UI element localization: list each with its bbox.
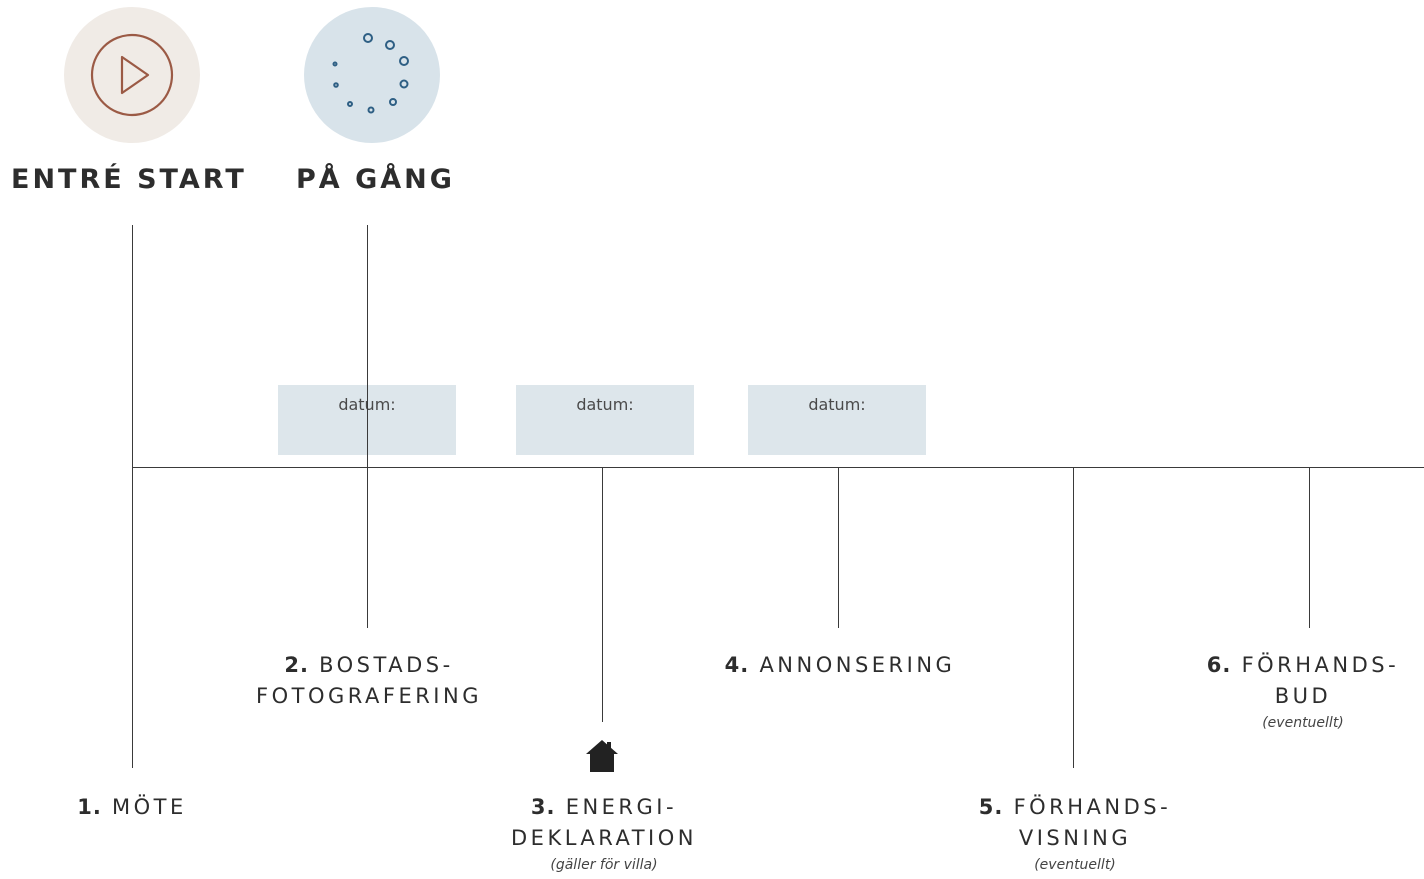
step-title: BOSTADS- bbox=[319, 653, 454, 677]
play-icon bbox=[90, 33, 174, 117]
step-title: ANNONSERING bbox=[759, 653, 956, 677]
step-title-line2: FOTOGRAFERING bbox=[256, 684, 482, 708]
date-label: datum: bbox=[808, 395, 866, 414]
date-box-step-4[interactable]: datum: bbox=[748, 385, 926, 455]
step-note: (eventuellt) bbox=[1262, 715, 1344, 731]
heading-entre-start: ENTRÉ START bbox=[11, 164, 247, 195]
step-number: 5. bbox=[978, 795, 1004, 819]
timeline-line-step-3 bbox=[602, 467, 603, 722]
step-1-label: 1. MÖTE bbox=[32, 792, 232, 823]
loading-dots-icon bbox=[332, 33, 409, 114]
date-label: datum: bbox=[338, 395, 396, 414]
step-number: 4. bbox=[724, 653, 750, 677]
step-note: (eventuellt) bbox=[1034, 857, 1116, 873]
date-box-step-3[interactable]: datum: bbox=[516, 385, 694, 455]
date-label: datum: bbox=[576, 395, 634, 414]
timeline-line-step-4 bbox=[838, 467, 839, 628]
step-title: FÖRHANDS- bbox=[1241, 653, 1400, 677]
step-3-label: 3. ENERGI- DEKLARATION (gäller för villa… bbox=[454, 792, 754, 876]
step-2-label: 2. BOSTADS- FOTOGRAFERING bbox=[219, 650, 519, 712]
step-title-line2: BUD bbox=[1274, 684, 1332, 708]
timeline-line-step-6 bbox=[1309, 467, 1310, 628]
step-title-line2: DEKLARATION bbox=[511, 826, 697, 850]
timeline-axis bbox=[132, 467, 1424, 468]
step-5-label: 5. FÖRHANDS- VISNING (eventuellt) bbox=[925, 792, 1225, 876]
house-icon bbox=[586, 740, 618, 772]
timeline-line-step-1 bbox=[132, 225, 133, 768]
step-title: FÖRHANDS- bbox=[1013, 795, 1172, 819]
step-title: ENERGI- bbox=[565, 795, 678, 819]
timeline-line-step-5 bbox=[1073, 467, 1074, 768]
step-6-label: 6. FÖRHANDS- BUD (eventuellt) bbox=[1185, 650, 1421, 734]
heading-pa-gang: PÅ GÅNG bbox=[296, 164, 455, 195]
step-title-line2: VISNING bbox=[1018, 826, 1132, 850]
progress-marker-line-overlay bbox=[367, 385, 368, 455]
step-4-label: 4. ANNONSERING bbox=[690, 650, 990, 681]
progress-circle bbox=[304, 7, 440, 143]
step-note: (gäller för villa) bbox=[550, 857, 658, 873]
step-number: 3. bbox=[530, 795, 556, 819]
step-number: 2. bbox=[284, 653, 309, 677]
play-circle bbox=[64, 7, 200, 143]
step-number: 1. bbox=[77, 795, 102, 819]
step-number: 6. bbox=[1206, 653, 1232, 677]
step-title: MÖTE bbox=[112, 795, 187, 819]
